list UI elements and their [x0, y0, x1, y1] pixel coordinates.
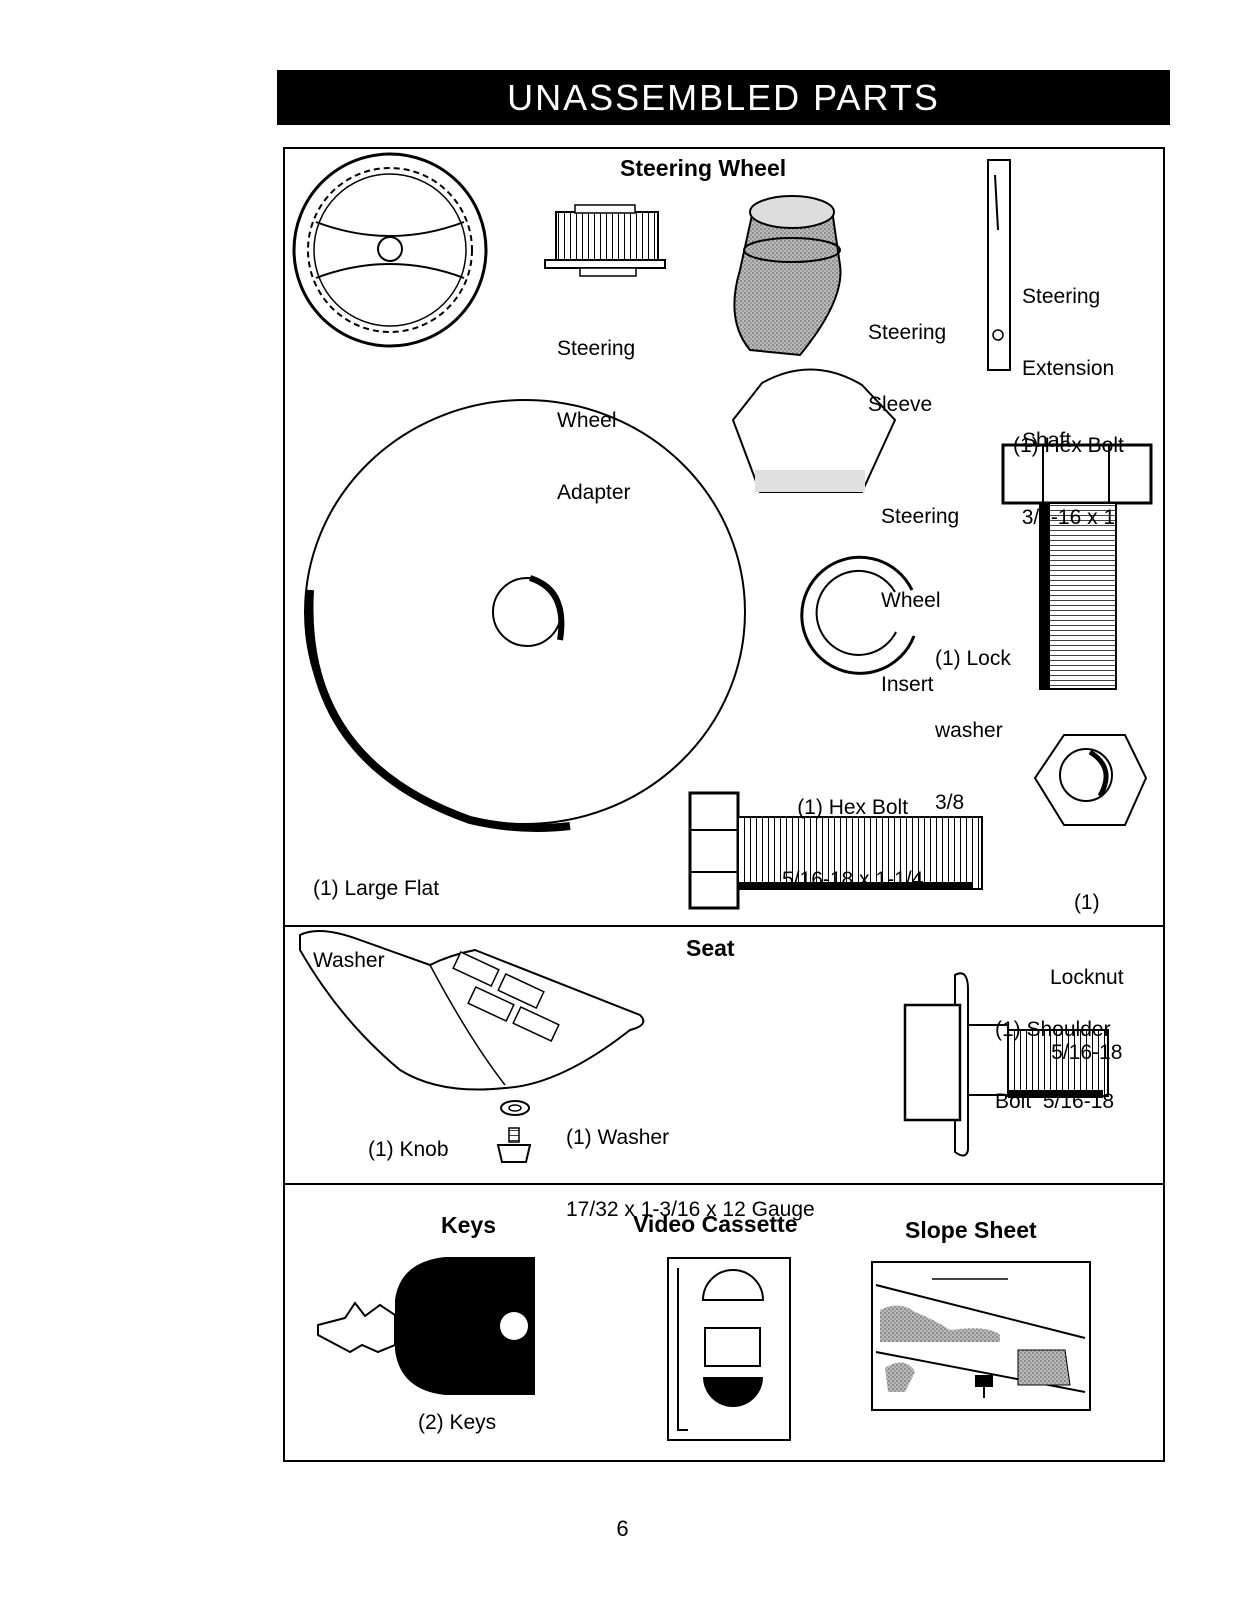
knob-label: (1) Knob: [368, 1138, 449, 1161]
steering-extension-shaft-label: Steering Extension Shaft: [1022, 285, 1115, 452]
slope-sheet-heading: Slope Sheet: [905, 1217, 1037, 1243]
steering-sleeve-illustration: [733, 195, 842, 357]
hex-bolt-small-illustration: [688, 791, 983, 910]
small-washer-illustration: [500, 1100, 530, 1116]
large-flat-washer-label: (1) Large Flat Washer: [313, 877, 440, 972]
seat-section-heading: Seat: [686, 935, 735, 961]
parts-frame: [283, 147, 1165, 1462]
video-cassette-illustration: [667, 1257, 791, 1441]
steering-wheel-insert-label: Steering Wheel Insert: [881, 505, 960, 696]
shoulder-bolt-illustration: [903, 972, 1109, 1157]
locknut-label: (1) Locknut 5/16-18: [1050, 891, 1124, 1064]
steering-extension-shaft-illustration: [987, 159, 1011, 371]
section-divider-seat: [283, 925, 1165, 927]
seat-illustration: [299, 930, 645, 1091]
lock-washer-illustration: [800, 555, 916, 675]
knob-illustration: [496, 1127, 532, 1163]
keys-illustration: [317, 1257, 535, 1395]
hex-bolt-large-label: (1) Hex Bolt 3/8-16 x 1: [1013, 434, 1124, 529]
section-divider-misc: [283, 1183, 1165, 1185]
locknut-illustration: [1033, 734, 1148, 826]
page-number: 6: [616, 1516, 629, 1541]
steering-wheel-illustration: [292, 152, 488, 348]
hex-bolt-small-label: (1) Hex Bolt 5/16-18 x 1-1/4: [782, 796, 924, 891]
lock-washer-label: (1) Lock washer 3/8: [935, 647, 1011, 814]
page-title-banner: UNASSEMBLED PARTS: [277, 70, 1170, 125]
shoulder-bolt-label: (1) Shoulder Bolt 5/16-18: [995, 1018, 1115, 1113]
slope-sheet-illustration: [871, 1261, 1091, 1411]
keys-heading: Keys: [441, 1212, 496, 1238]
large-flat-washer-illustration: [304, 399, 746, 832]
hex-bolt-large-illustration: [1001, 443, 1153, 690]
steering-wheel-insert-illustration: [731, 368, 897, 493]
steering-sleeve-label: Steering Sleeve: [868, 321, 947, 416]
video-cassette-heading: Video Cassette: [633, 1211, 798, 1237]
washer-label: (1) Washer 17/32 x 1-3/16 x 12 Gauge: [566, 1126, 815, 1221]
steering-wheel-adapter-label: Steering Wheel Adapter: [557, 337, 636, 504]
steering-wheel-adapter-illustration: [544, 204, 666, 277]
steering-section-heading: Steering Wheel: [620, 155, 787, 181]
keys-label: (2) Keys: [418, 1411, 497, 1434]
